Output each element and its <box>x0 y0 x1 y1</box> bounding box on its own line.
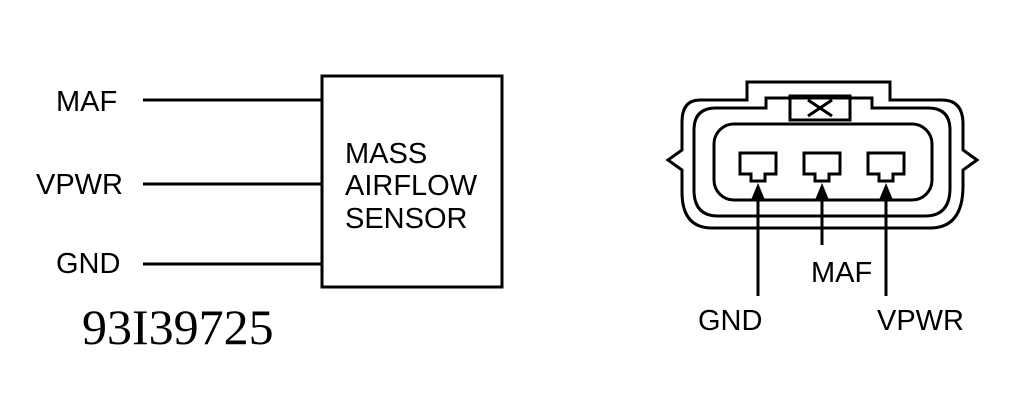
connector-label-gnd: GND <box>698 305 762 337</box>
connector-face: MAF GND VPWR <box>665 80 980 337</box>
figure-id: 93I39725 <box>82 299 274 355</box>
terminal-maf <box>802 151 842 183</box>
sensor-label-line-3: SENSOR <box>345 203 467 235</box>
terminal-vpwr <box>866 151 906 183</box>
maf-arrowhead <box>815 183 829 200</box>
connector-label-vpwr: VPWR <box>877 305 964 337</box>
key-window <box>788 94 852 122</box>
connector-inner-wall <box>692 96 952 218</box>
terminal-gnd <box>738 151 778 183</box>
sensor-label-line-1: MASS <box>345 138 427 170</box>
gnd-arrowhead <box>751 183 765 200</box>
vpwr-arrowhead <box>879 183 893 200</box>
pin-label-vpwr: VPWR <box>36 169 123 201</box>
connector-housing <box>665 80 980 230</box>
key-x-stroke-2 <box>807 98 833 118</box>
sensor-label-line-2: AIRFLOW <box>345 170 478 202</box>
sensor-box <box>320 74 504 289</box>
pin-label-maf: MAF <box>56 86 117 118</box>
pin-label-gnd: GND <box>56 248 120 280</box>
sensor-schematic: MAF VPWR GND MASS AIRFLOW SENSOR <box>36 74 504 289</box>
connector-label-maf: MAF <box>811 257 872 289</box>
